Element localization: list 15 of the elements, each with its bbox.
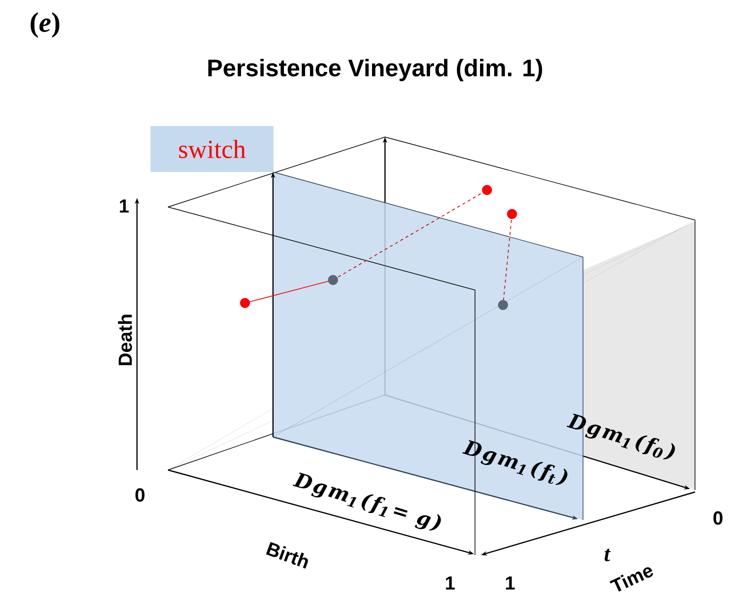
- tick-label: 0: [713, 511, 722, 525]
- axis-label: t: [604, 548, 611, 562]
- diagram-label: Dgm$_{1}$(f$_{1}$ = g): [292, 472, 441, 531]
- axis-label: Birth: [266, 542, 308, 569]
- axis-label: Time: [610, 567, 654, 592]
- axis-label: Death: [118, 314, 132, 366]
- diagram-label: Dgm$_{1}$(f$_{0}$): [566, 414, 675, 460]
- tick-label: 1: [446, 576, 455, 590]
- tick-label: 0: [135, 488, 144, 502]
- diagram-label: Dgm$_{1}$(f$_{t}$): [462, 440, 568, 485]
- panel-label: (e): [30, 12, 60, 38]
- tick-label: 1: [120, 199, 129, 213]
- title: Persistence Vineyard (dim. 1): [208, 58, 542, 82]
- highlight-box: switch: [150, 126, 274, 172]
- tick-label: 1: [506, 576, 515, 590]
